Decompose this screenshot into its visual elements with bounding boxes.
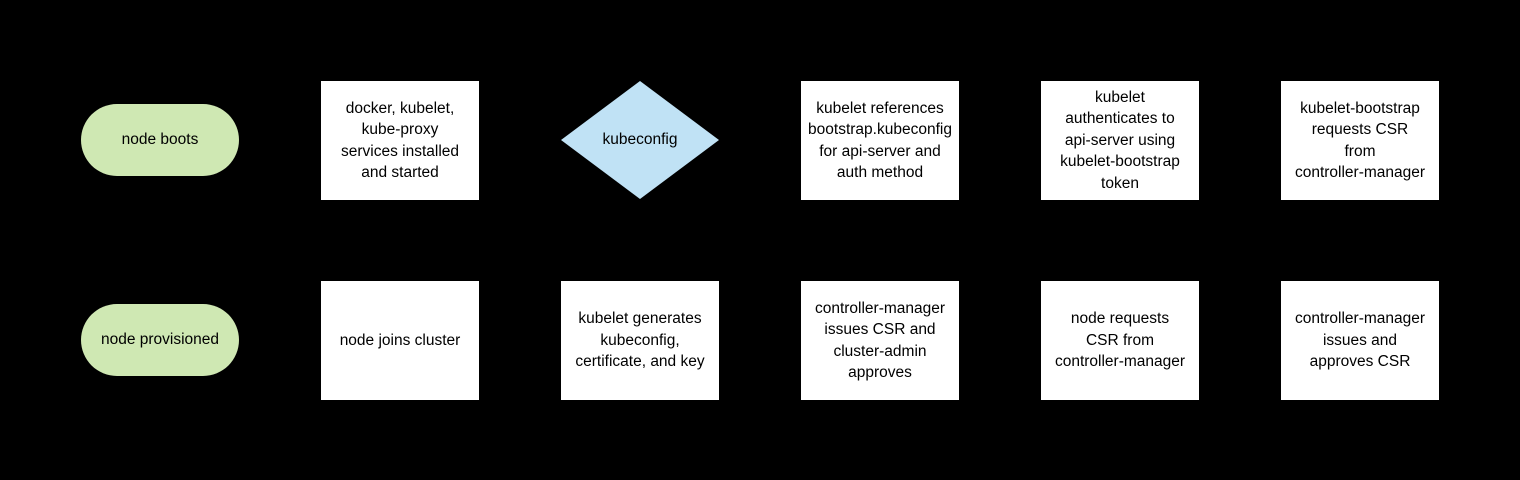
flow-node-label: kubelet generates kubeconfig, certificat… [575, 310, 705, 371]
flow-node-label: node joins cluster [339, 331, 461, 349]
flow-node-label: kubelet-bootstrap requests CSR from cont… [1294, 99, 1426, 182]
flow-node-controller-manager-issues-approves[interactable]: controller-manager issues and approves C… [1281, 281, 1439, 400]
flow-node-label: docker, kubelet, kube-proxy services ins… [340, 99, 460, 182]
flow-node-label: node requests CSR from controller-manage… [1054, 310, 1186, 371]
flow-node-services-installed[interactable]: docker, kubelet, kube-proxy services ins… [321, 81, 479, 200]
flow-node-label: controller-manager issues CSR and cluste… [814, 299, 946, 382]
flow-node-kubelet-references-bootstrap[interactable]: kubelet references bootstrap.kubeconfig … [801, 81, 959, 200]
flow-node-node-provisioned[interactable]: node provisioned [81, 304, 239, 376]
flow-node-kubelet-bootstrap-requests-csr[interactable]: kubelet-bootstrap requests CSR from cont… [1281, 81, 1439, 200]
flow-node-label: kubeconfig [602, 131, 678, 149]
flow-node-label: node provisioned [100, 331, 220, 349]
flow-node-kubeconfig-decision[interactable]: kubeconfig [561, 81, 719, 199]
flow-node-kubelet-generates[interactable]: kubelet generates kubeconfig, certificat… [561, 281, 719, 400]
flow-node-node-requests-csr[interactable]: node requests CSR from controller-manage… [1041, 281, 1199, 400]
flow-node-controller-manager-issues-csr[interactable]: controller-manager issues CSR and cluste… [801, 281, 959, 400]
flow-node-node-boots[interactable]: node boots [81, 104, 239, 176]
flow-node-label: controller-manager issues and approves C… [1294, 310, 1426, 371]
flow-node-kubelet-authenticates[interactable]: kubelet authenticates to api-server usin… [1041, 81, 1199, 200]
flow-node-label: kubelet authenticates to api-server usin… [1060, 88, 1180, 192]
flow-node-label: node boots [121, 131, 199, 149]
diamond-shape-icon [561, 81, 719, 199]
flow-node-node-joins-cluster[interactable]: node joins cluster [321, 281, 479, 400]
flow-node-label: kubelet references bootstrap.kubeconfig … [808, 99, 952, 182]
